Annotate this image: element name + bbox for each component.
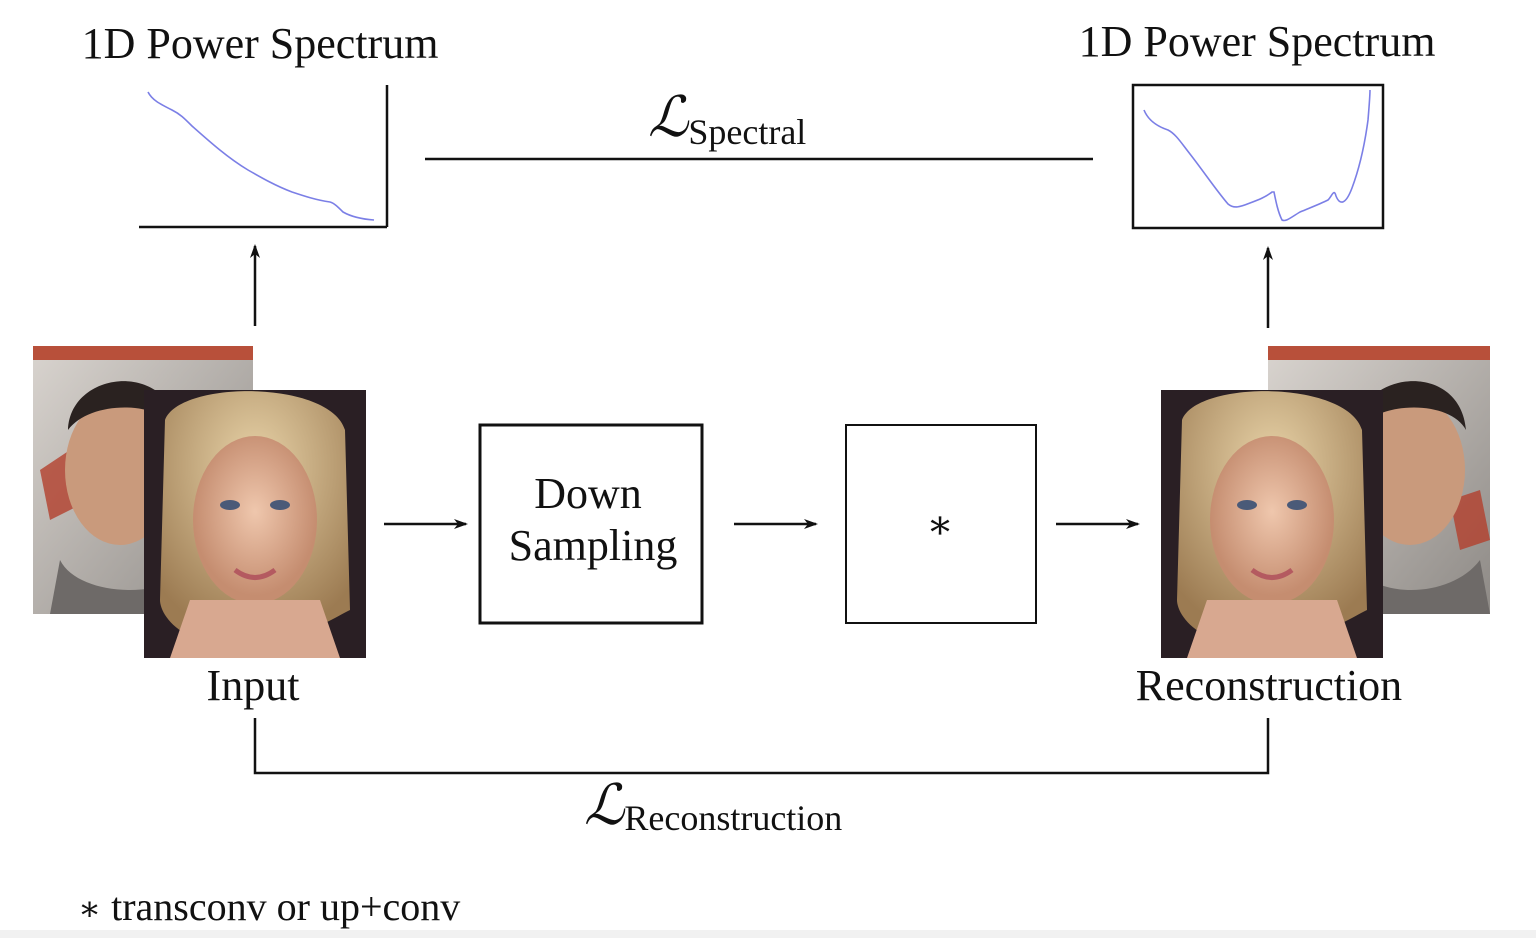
reconstruction-loss-bracket (253, 718, 1270, 775)
input-front-face-image (144, 390, 366, 658)
upsampling-symbol: ∗ (926, 502, 953, 547)
left-spectrum-title: 1D Power Spectrum (82, 19, 439, 68)
upsampling-box (845, 424, 1037, 624)
downsampling-label-line2: Sampling (509, 521, 678, 570)
left-spectrum-plot (139, 85, 389, 229)
footnote-text: transconv or up+conv (111, 884, 460, 929)
spectral-loss-symbol: ℒ (648, 87, 690, 149)
spectral-loss-subscript: Spectral (688, 112, 806, 152)
downsampling-label-line1: Down (534, 469, 642, 518)
input-image-stack (33, 346, 366, 658)
downsampling-box (478, 423, 704, 625)
right-spectrum-curve (1143, 89, 1371, 222)
right-spectrum-plot (1131, 83, 1385, 230)
reconstruction-loss-symbol: ℒ (584, 775, 626, 837)
reconstruction-label: Reconstruction (1136, 661, 1402, 710)
footnote: ∗ transconv or up+conv (78, 884, 460, 929)
reconstruction-image-stack (1161, 346, 1490, 658)
left-spectrum-curve (147, 91, 375, 221)
footnote-marker: ∗ (78, 891, 101, 928)
input-label: Input (207, 661, 300, 710)
page-bottom-band (0, 930, 1536, 938)
reconstruction-loss-subscript: Reconstruction (624, 798, 842, 838)
right-plot-frame (1131, 83, 1385, 230)
right-spectrum-title: 1D Power Spectrum (1079, 17, 1436, 66)
spectral-loss-label: ℒSpectral (648, 87, 806, 152)
reconstruction-loss-label: ℒReconstruction (584, 775, 842, 838)
reconstruction-front-face-image (1161, 390, 1383, 658)
